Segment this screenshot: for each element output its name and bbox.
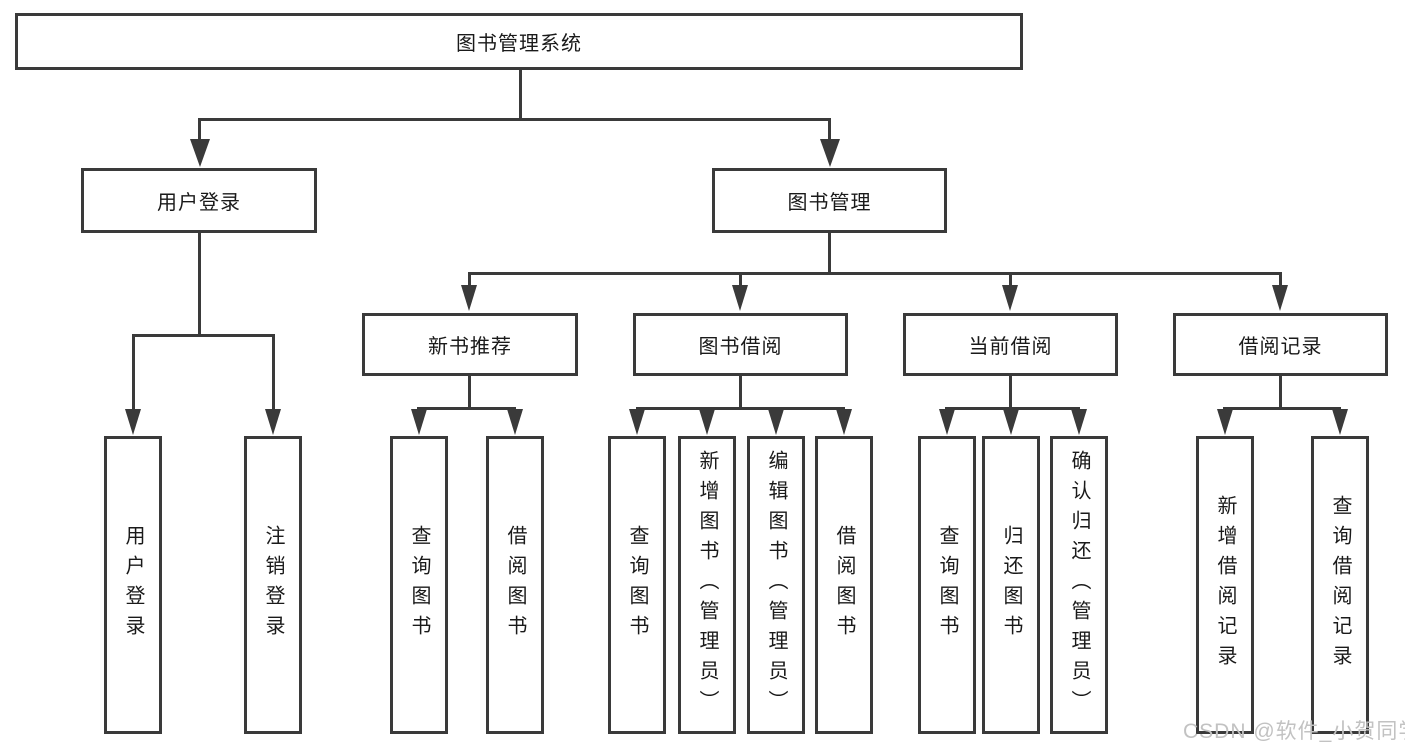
connector-line [198, 233, 201, 334]
csdn-watermark: CSDN @软件_小贺同学 [1183, 720, 1405, 743]
connector-line [468, 272, 1282, 275]
arrow-down-icon [820, 139, 840, 167]
leaf-add-books-admin: 新增图书（管理员） [678, 436, 736, 734]
arrow-down-icon [190, 139, 210, 167]
arrow-down-icon [768, 409, 784, 435]
node-root: 图书管理系统 [15, 13, 1023, 70]
connector-line [1279, 275, 1282, 285]
arrow-down-icon [629, 409, 645, 435]
connector-line [132, 334, 275, 337]
node-book-management: 图书管理 [712, 168, 947, 233]
arrow-down-icon [461, 285, 477, 311]
connector-line [417, 407, 516, 410]
arrow-down-icon [836, 409, 852, 435]
connector-line [828, 233, 831, 272]
arrow-down-icon [265, 409, 281, 435]
connector-line [1009, 275, 1012, 285]
leaf-query-books-recommend: 查询图书 [390, 436, 448, 734]
connector-line [739, 275, 742, 285]
connector-line [198, 118, 831, 121]
leaf-logout: 注销登录 [244, 436, 302, 734]
connector-line [272, 337, 275, 409]
arrow-down-icon [939, 409, 955, 435]
node-book-borrowing: 图书借阅 [633, 313, 848, 376]
connector-line [468, 275, 471, 285]
node-user-login: 用户登录 [81, 168, 317, 233]
arrow-down-icon [1217, 409, 1233, 435]
connector-line [519, 70, 522, 118]
arrow-down-icon [1332, 409, 1348, 435]
leaf-borrow-books: 借阅图书 [815, 436, 873, 734]
connector-line [1009, 376, 1012, 407]
node-new-book-recommend: 新书推荐 [362, 313, 578, 376]
arrow-down-icon [699, 409, 715, 435]
connector-line [1223, 407, 1341, 410]
leaf-borrow-books-recommend: 借阅图书 [486, 436, 544, 734]
leaf-query-books-current: 查询图书 [918, 436, 976, 734]
leaf-query-books-borrowing: 查询图书 [608, 436, 666, 734]
leaf-add-borrow-record: 新增借阅记录 [1196, 436, 1254, 734]
connector-line [739, 376, 742, 407]
arrow-down-icon [1272, 285, 1288, 311]
leaf-return-books: 归还图书 [982, 436, 1040, 734]
connector-line [945, 407, 1080, 410]
leaf-edit-books-admin: 编辑图书（管理员） [747, 436, 805, 734]
leaf-query-borrow-record: 查询借阅记录 [1311, 436, 1369, 734]
node-borrowing-records: 借阅记录 [1173, 313, 1388, 376]
connector-line [198, 121, 201, 139]
connector-line [1279, 376, 1282, 407]
connector-line [636, 407, 845, 410]
leaf-user-login: 用户登录 [104, 436, 162, 734]
arrow-down-icon [1003, 409, 1019, 435]
connector-line [828, 121, 831, 139]
arrow-down-icon [1002, 285, 1018, 311]
arrow-down-icon [732, 285, 748, 311]
arrow-down-icon [507, 409, 523, 435]
arrow-down-icon [1071, 409, 1087, 435]
arrow-down-icon [125, 409, 141, 435]
leaf-confirm-return-admin: 确认归还（管理员） [1050, 436, 1108, 734]
connector-line [468, 376, 471, 407]
arrow-down-icon [411, 409, 427, 435]
connector-line [132, 337, 135, 409]
node-current-borrowing: 当前借阅 [903, 313, 1118, 376]
